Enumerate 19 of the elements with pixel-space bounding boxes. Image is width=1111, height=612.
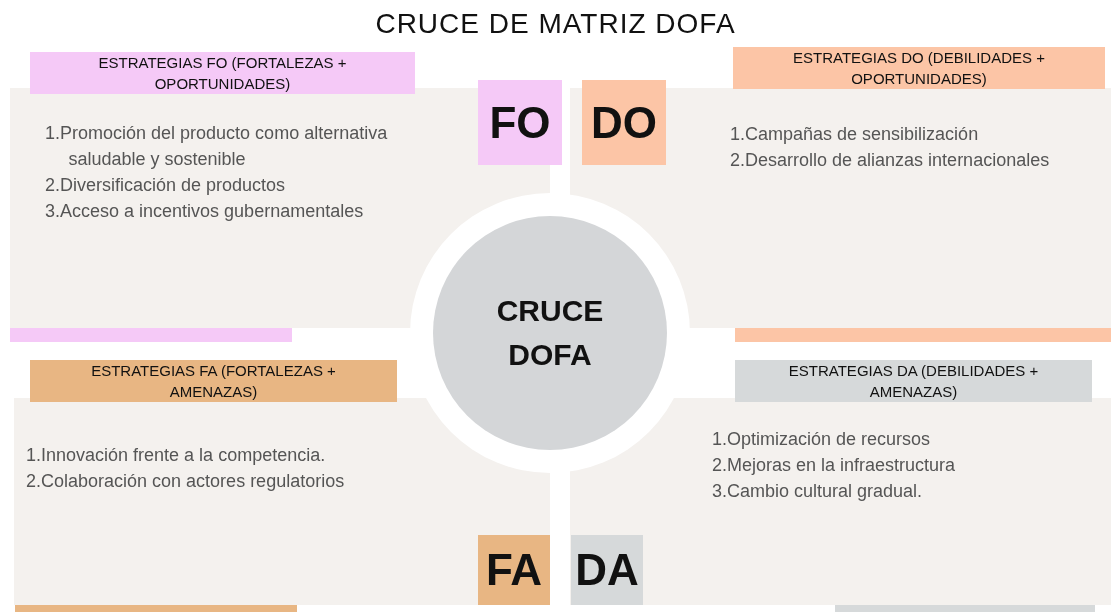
- list-item: 2.Diversificación de productos: [45, 174, 287, 197]
- heading-band: ESTRATEGIAS FO (FORTALEZAS + OPORTUNIDADES): [30, 52, 415, 94]
- list-item: 3.Cambio cultural gradual.: [712, 480, 924, 503]
- heading-band: ESTRATEGIAS DA (DEBILIDADES + AMENAZAS): [735, 360, 1092, 402]
- title: CRUCE DE MATRIZ DOFA: [374, 8, 737, 40]
- list-item: 2.Colaboración con actores regulatorios: [26, 470, 346, 493]
- list-item: 2.Desarrollo de alianzas internacionales: [730, 149, 1051, 172]
- letter-tile: DO: [582, 80, 666, 165]
- list-item: 1.Innovación frente a la competencia.: [26, 444, 327, 467]
- heading-band: ESTRATEGIAS FA (FORTALEZAS + AMENAZAS): [30, 360, 397, 402]
- letter-tile: DA: [571, 535, 643, 605]
- heading-band: ESTRATEGIAS DO (DEBILIDADES + OPORTUNIDADES): [733, 47, 1105, 89]
- list-item: 1.Campañas de sensibilización: [730, 123, 980, 146]
- list-item: 1.Optimización de recursos: [712, 428, 932, 451]
- list-item: 1.Promoción del producto como alternativa saludable y sostenible: [45, 122, 389, 171]
- list-item: 2.Mejoras en la infraestructura: [712, 454, 957, 477]
- letter-tile: FA: [478, 535, 550, 605]
- letter-tile: FO: [478, 80, 562, 165]
- list-item: 3.Acceso a incentivos gubernamentales: [45, 200, 365, 223]
